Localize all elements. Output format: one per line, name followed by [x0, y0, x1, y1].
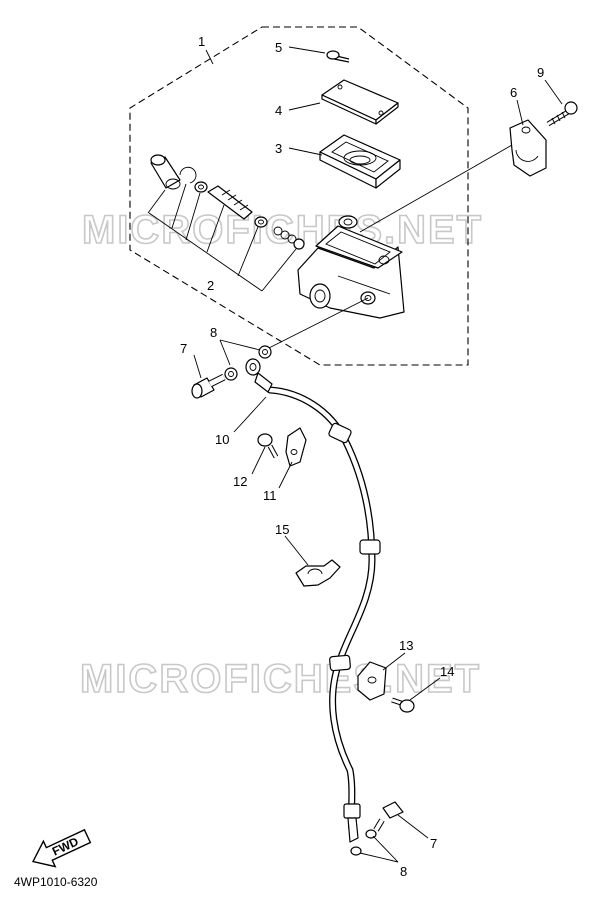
callout-11: 11 — [263, 488, 277, 503]
callout-8-top: 8 — [210, 325, 217, 340]
callout-6: 6 — [510, 85, 517, 100]
callout-13: 13 — [399, 638, 413, 653]
callout-5: 5 — [275, 40, 282, 55]
callout-1: 1 — [198, 34, 205, 49]
callout-9: 9 — [537, 65, 544, 80]
callout-7-bottom: 7 — [430, 836, 437, 851]
copper-washers-part-8-top — [224, 345, 272, 381]
screw-part-5 — [326, 50, 350, 63]
reservoir-cap-part-4 — [321, 79, 399, 125]
union-bolt-part-7-top — [191, 373, 226, 399]
hose-bracket-part-11 — [285, 427, 307, 467]
callout-3: 3 — [275, 141, 282, 156]
callout-2: 2 — [207, 278, 214, 293]
callout-8-bottom: 8 — [400, 864, 407, 879]
drawing-code: 4WP1010-6320 — [14, 875, 98, 889]
leader-body-to-clamp — [359, 144, 513, 233]
callout-7-top: 7 — [180, 341, 187, 356]
bolt-part-12 — [257, 433, 279, 459]
holder-clamp-part-6 — [509, 119, 547, 177]
callout-4: 4 — [275, 103, 282, 118]
master-cylinder-body — [297, 215, 405, 319]
bolt-part-14 — [391, 697, 415, 713]
fwd-arrow-icon: FWD — [31, 828, 92, 868]
callout-12: 12 — [233, 474, 247, 489]
callout-10: 10 — [215, 432, 229, 447]
watermark-bottom: MICROFICHES.NET — [80, 657, 481, 701]
hose-guide-part-13 — [357, 661, 387, 701]
brake-hose-part-10 — [245, 358, 381, 843]
fwd-label: FWD — [50, 834, 81, 858]
leader-hole-to-washer — [264, 297, 369, 351]
clamp-bolt-part-9 — [546, 101, 578, 127]
union-bolt-part-7-bottom — [373, 801, 404, 832]
hose-clip-part-15 — [295, 559, 341, 587]
piston-kit-part-2 — [147, 154, 305, 292]
copper-washers-part-8-bottom — [350, 829, 377, 856]
watermark-top: MICROFICHES.NET — [82, 208, 483, 252]
diaphragm-part-3 — [319, 134, 401, 189]
callout-leaders — [193, 46, 563, 863]
assembly-boundary — [129, 26, 469, 366]
callout-15: 15 — [275, 522, 289, 537]
callout-14: 14 — [440, 664, 454, 679]
